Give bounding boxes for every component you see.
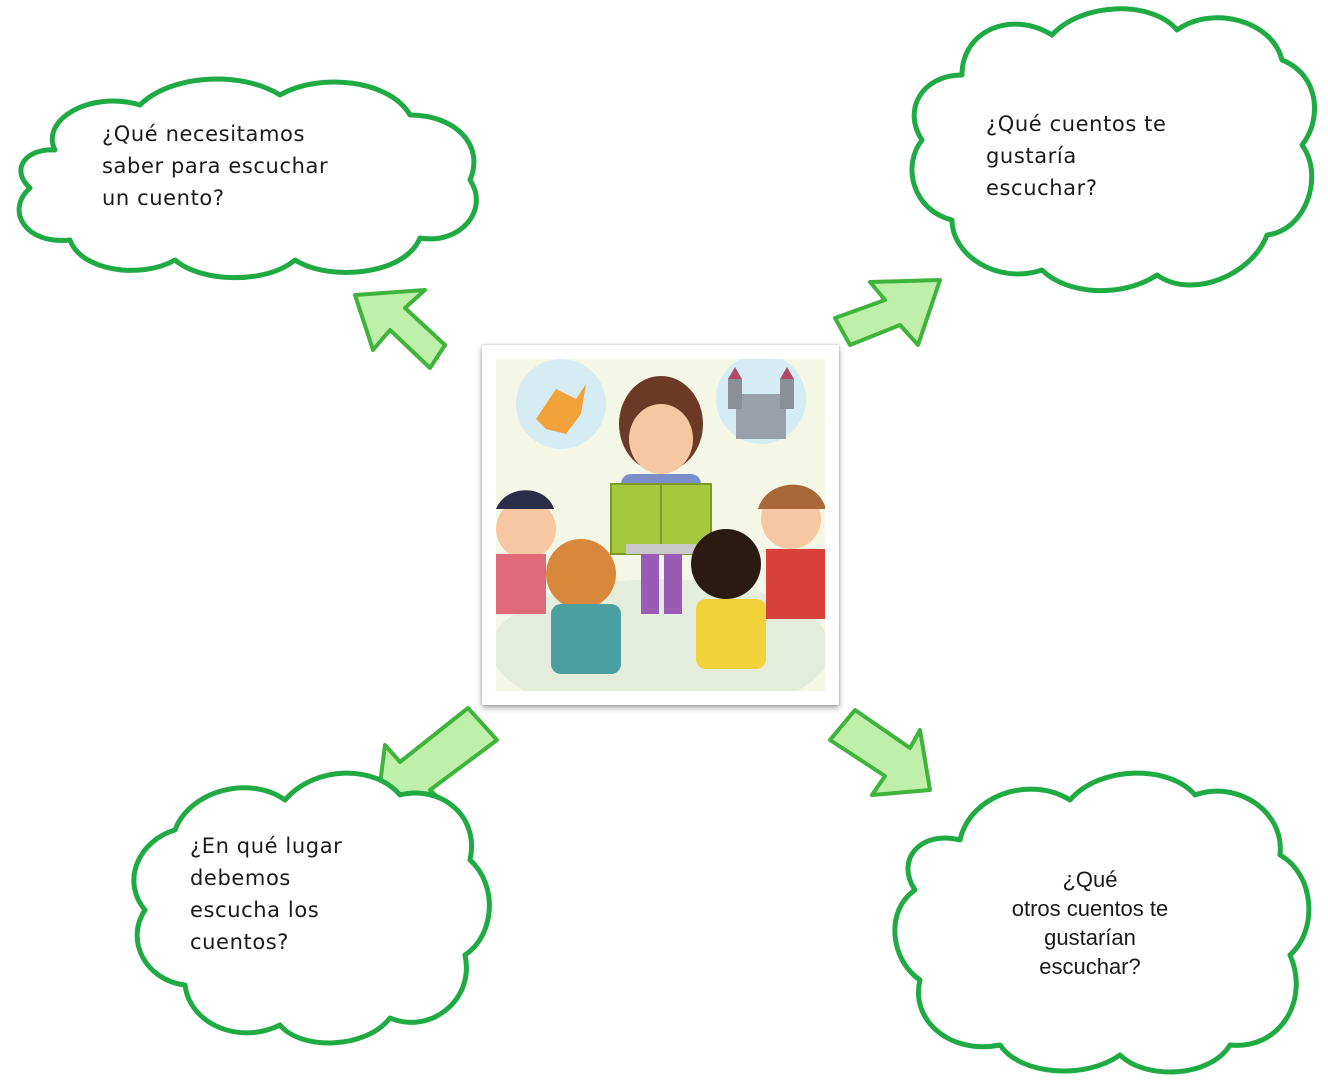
cloud-top-right: ¿Qué cuentos te gustaría escuchar? <box>902 0 1322 300</box>
cloud-bottom-right-text: ¿Qué otros cuentos te gustarían escuchar… <box>1011 867 1169 979</box>
cloud-bottom-left-text: ¿En qué lugar debemos escucha los cuento… <box>190 834 343 954</box>
cloud-bottom-left: ¿En qué lugar debemos escucha los cuento… <box>120 760 500 1050</box>
cloud-top-left-text: ¿Qué necesitamos saber para escuchar un … <box>102 122 329 210</box>
storytime-illustration-icon <box>496 359 825 691</box>
arrow-to-bottom-right <box>828 708 932 797</box>
arrow-to-top-right <box>833 278 942 347</box>
arrow-to-top-left <box>353 288 447 370</box>
cloud-bottom-right: ¿Qué otros cuentos te gustarían escuchar… <box>890 760 1320 1080</box>
cloud-top-right-text: ¿Qué cuentos te gustaría escuchar? <box>986 112 1167 200</box>
cloud-top-left: ¿Qué necesitamos saber para escuchar un … <box>10 70 490 285</box>
storytime-illustration <box>482 345 839 705</box>
